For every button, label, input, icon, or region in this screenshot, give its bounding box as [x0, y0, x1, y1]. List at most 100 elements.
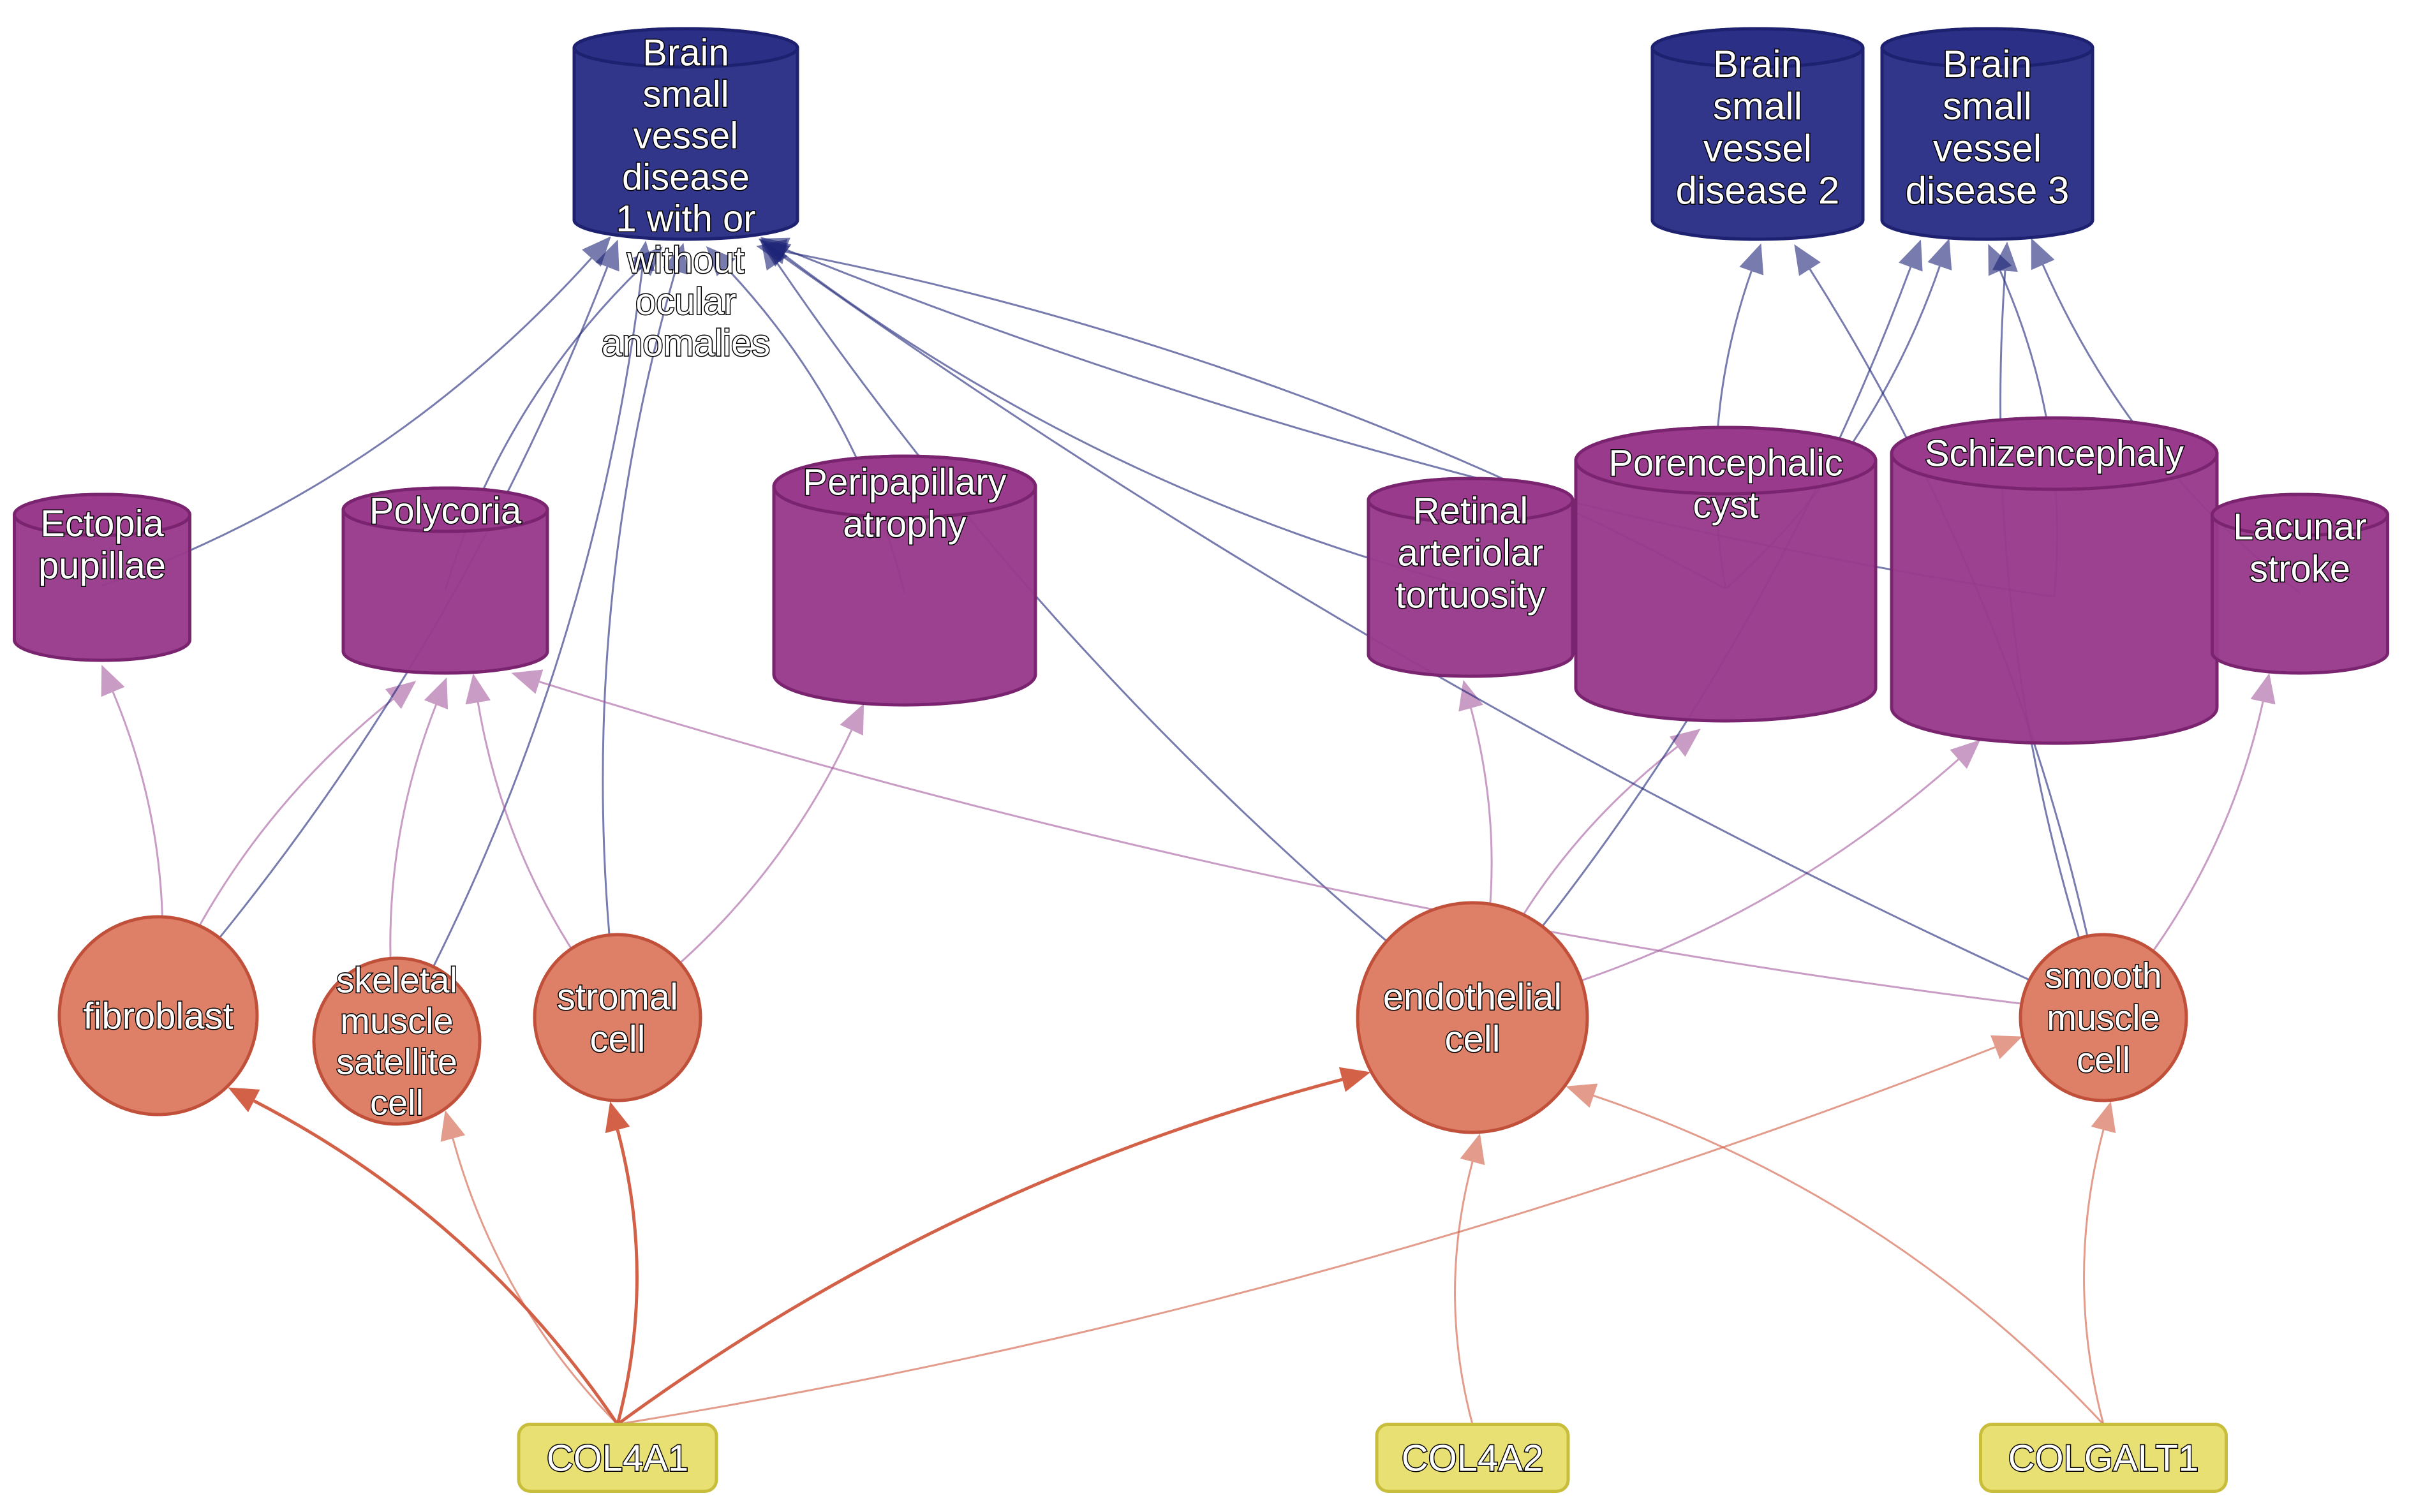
- arrowhead: [1739, 243, 1764, 276]
- node-fibroblast[interactable]: fibroblast: [57, 915, 259, 1116]
- edges-layer: [101, 236, 2301, 1426]
- node-col4a1[interactable]: COL4A1: [517, 1423, 718, 1493]
- arrowhead: [228, 1087, 260, 1113]
- edge-col4a1-to-smooth: [617, 1035, 2023, 1425]
- edge-col4a1-to-skeletal: [440, 1110, 619, 1425]
- arrowhead: [1899, 239, 1923, 272]
- edge-line: [602, 271, 677, 1014]
- arrowhead: [2031, 238, 2055, 271]
- arrowhead: [424, 677, 448, 709]
- edge-col4a1-to-fibroblast: [228, 1087, 619, 1425]
- cell-circle: [2019, 933, 2188, 1102]
- arrowhead: [2091, 1101, 2116, 1134]
- edge-line: [616, 1078, 1343, 1426]
- node-schizencephaly[interactable]: Schizencephaly: [1890, 416, 2219, 745]
- edge-line: [452, 1138, 619, 1425]
- arrowhead: [840, 703, 864, 736]
- node-label: COL4A1: [547, 1437, 688, 1479]
- phenotype-cylinder-top: [341, 486, 549, 533]
- phenotype-cylinder-top: [1367, 477, 1575, 524]
- disease-cylinder-top: [1650, 27, 1865, 69]
- cell-circle: [533, 933, 702, 1102]
- node-col4a2[interactable]: COL4A2: [1375, 1423, 1570, 1493]
- disease-cylinder-top: [572, 27, 799, 69]
- arrowhead: [1794, 244, 1821, 276]
- arrowhead: [605, 1101, 630, 1134]
- edge-line: [1593, 1095, 2105, 1425]
- edge-stromal-to-bsvd1: [602, 242, 688, 1014]
- node-label: Schizencephaly: [1925, 433, 2184, 474]
- edge-line: [396, 269, 644, 1038]
- edge-colgalt1-to-smooth: [2083, 1101, 2116, 1425]
- edge-line: [616, 1129, 639, 1425]
- edge-line: [538, 681, 2104, 1014]
- arrowhead: [632, 246, 663, 276]
- arrowhead: [758, 237, 790, 262]
- arrowhead: [1460, 1133, 1485, 1166]
- gene-box: [1979, 1423, 2228, 1493]
- arrowhead: [1927, 238, 1952, 271]
- phenotype-cylinder-top: [1890, 416, 2219, 491]
- arrowhead: [582, 236, 611, 267]
- phenotype-cylinder-top: [1574, 426, 1878, 496]
- arrowhead: [663, 242, 688, 275]
- gene-box: [517, 1423, 718, 1493]
- arrowhead: [1338, 1067, 1371, 1092]
- cell-circle: [1356, 901, 1589, 1134]
- edge-line: [776, 262, 1473, 1013]
- node-label: fibroblast: [83, 995, 233, 1037]
- arrowhead: [2250, 673, 2276, 705]
- arrowhead: [1566, 1083, 1598, 1108]
- arrowhead: [385, 681, 417, 709]
- edge-col4a1-to-stromal: [605, 1101, 639, 1425]
- node-label: COL4A2: [1402, 1437, 1543, 1479]
- arrowhead: [101, 665, 125, 697]
- node-colgalt1[interactable]: COLGALT1: [1979, 1423, 2228, 1493]
- edge-colgalt1-to-endothelial: [1566, 1083, 2105, 1425]
- edge-line: [783, 253, 1471, 588]
- arrowhead: [1988, 244, 2012, 276]
- edge-line: [2083, 1129, 2105, 1425]
- node-label: COLGALT1: [2008, 1437, 2199, 1479]
- node-polycoria[interactable]: Polycoria: [341, 486, 549, 675]
- arrowhead: [465, 673, 491, 705]
- node-label: Polycoria: [369, 490, 522, 531]
- edge-line: [617, 1046, 1996, 1425]
- arrowhead: [511, 669, 544, 694]
- edge-col4a2-to-endothelial: [1454, 1133, 1485, 1425]
- arrowhead: [440, 1110, 466, 1142]
- phenotype-cylinder-top: [13, 493, 191, 537]
- phenotype-cylinder-top: [2211, 493, 2389, 537]
- arrowhead: [1950, 739, 1981, 769]
- edge-line: [253, 1099, 619, 1425]
- gene-box: [1375, 1423, 1570, 1493]
- arrowhead: [1990, 1035, 2023, 1060]
- phenotype-cylinder-top: [772, 454, 1037, 519]
- edge-line: [1454, 1161, 1474, 1425]
